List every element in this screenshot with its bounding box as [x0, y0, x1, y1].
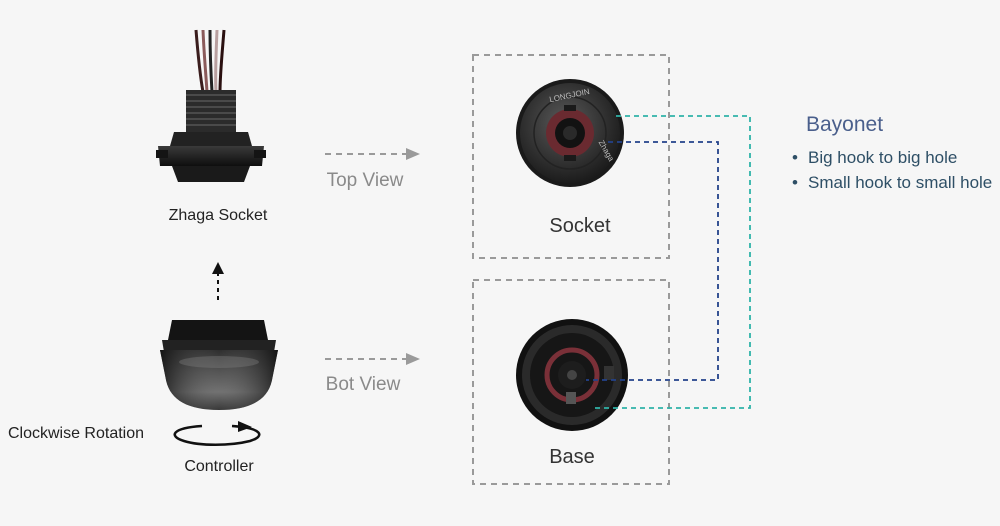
- clockwise-rotation-label: Clockwise Rotation: [8, 425, 144, 442]
- socket-top-view-image: LONGJOIN Zhaga: [516, 79, 624, 187]
- socket-label: Socket: [549, 215, 611, 237]
- zhaga-socket-label: Zhaga Socket: [169, 207, 268, 224]
- controller-image: [160, 320, 278, 410]
- big-hook-connection-line: [592, 115, 751, 409]
- socket-view-box: [472, 54, 670, 259]
- zhaga-socket-image: [156, 29, 266, 182]
- top-view-label: Top View: [327, 170, 404, 191]
- bullet-dot-icon: •: [792, 148, 798, 167]
- bayonet-item-big-hook: • Big hook to big hole: [792, 148, 957, 168]
- bayonet-item-text: Big hook to big hole: [808, 148, 958, 167]
- top-view-arrow: [325, 148, 420, 160]
- bot-view-label: Bot View: [326, 374, 401, 395]
- base-label: Base: [549, 446, 595, 468]
- base-bottom-view-image: [516, 319, 628, 431]
- assembly-up-arrow: [212, 262, 224, 300]
- clockwise-rotation-arrow: [173, 421, 261, 446]
- small-hook-connection-line: [586, 141, 719, 381]
- bayonet-title: Bayonet: [806, 113, 884, 136]
- controller-label: Controller: [184, 458, 254, 475]
- base-view-box: [472, 279, 670, 485]
- bot-view-arrow: [325, 353, 420, 365]
- bayonet-item-small-hook: • Small hook to small hole: [792, 173, 992, 193]
- bayonet-item-text: Small hook to small hole: [808, 173, 993, 192]
- bullet-dot-icon: •: [792, 173, 798, 192]
